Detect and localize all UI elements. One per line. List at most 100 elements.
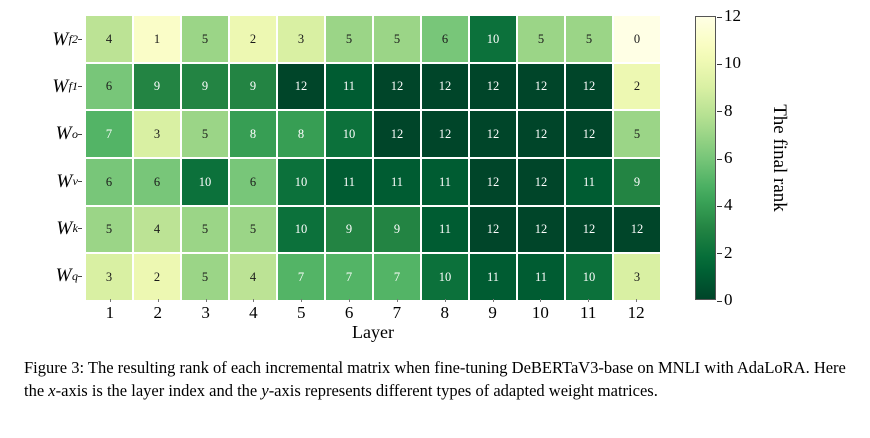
colorbar-tick-label: 4: [724, 195, 733, 215]
colorbar-tick-label: 6: [724, 148, 733, 167]
colorbar-tick-0: 0: [717, 290, 777, 310]
colorbar-tick-6: 6: [717, 148, 777, 168]
heatmap-cell: 5: [182, 206, 228, 253]
x-tick-label: 8: [440, 303, 449, 322]
colorbar-tick-mark: [717, 205, 722, 207]
heatmap-cell: 12: [470, 111, 516, 157]
x-tick-mark: [253, 299, 255, 302]
caption-text-1: The resulting rank of each incremental m…: [24, 358, 846, 401]
heatmap-cell: 11: [566, 159, 612, 205]
colorbar-tick-mark: [717, 16, 722, 18]
colorbar-tick-mark: [717, 300, 722, 302]
y-tick-base: W: [55, 265, 72, 287]
x-axis-tick-7: 7: [373, 299, 421, 325]
y-tick-subscript: o: [72, 126, 78, 141]
heatmap-cell: 12: [422, 63, 468, 110]
heatmap-cell: 10: [278, 159, 324, 205]
heatmap-cell: 9: [614, 159, 660, 205]
heatmap-cell: 5: [614, 111, 660, 157]
heatmap-cell: 12: [278, 63, 324, 110]
heatmap-cell: 7: [326, 254, 372, 300]
heatmap-cell: 12: [518, 63, 564, 110]
y-tick-mark: [78, 39, 82, 41]
heatmap-cell: 3: [614, 254, 660, 300]
x-axis-tick-8: 8: [421, 299, 469, 325]
x-tick-label: 3: [201, 303, 210, 322]
x-tick-label: 2: [153, 303, 162, 322]
heatmap-cell: 12: [566, 206, 612, 253]
y-tick-base: W: [52, 28, 69, 50]
heatmap-cell: 12: [470, 159, 516, 205]
colorbar-tick-label: 8: [724, 100, 733, 120]
heatmap-cell: 12: [518, 111, 564, 157]
heatmap-cell: 9: [134, 63, 180, 110]
colorbar-tick-2: 2: [717, 243, 777, 263]
caption-label: Figure 3:: [24, 358, 85, 377]
y-tick-subscript: f1: [68, 79, 78, 94]
heatmap-cell: 3: [134, 111, 180, 157]
heatmap-cell: 5: [182, 111, 228, 157]
heatmap-cell: 3: [278, 16, 324, 62]
heatmap-cell: 12: [422, 111, 468, 157]
x-tick-mark: [444, 299, 446, 302]
y-tick-mark: [78, 228, 82, 230]
colorbar-tick-10: 10: [717, 53, 777, 73]
x-tick-mark: [636, 299, 638, 302]
y-tick-subscript: f2: [68, 32, 78, 47]
heatmap-cell: 9: [182, 63, 228, 110]
x-tick-label: 5: [296, 303, 306, 322]
heatmap-cell: 12: [518, 206, 564, 253]
colorbar-tick-12: 12: [717, 6, 777, 26]
y-tick-subscript: k: [72, 221, 78, 236]
heatmap-cell: 1: [134, 16, 180, 62]
x-tick-mark: [588, 299, 590, 302]
x-axis-tick-1: 1: [86, 299, 134, 325]
heatmap-cell: 7: [374, 254, 420, 300]
x-tick-label: 6: [344, 303, 354, 322]
caption-text-3: -axis represents different types of adap…: [268, 381, 658, 401]
heatmap-cell: 5: [182, 16, 228, 62]
heatmap-cell: 6: [230, 159, 276, 205]
colorbar-tick-label: 10: [724, 53, 741, 73]
heatmap-cell: 4: [134, 206, 180, 253]
y-tick-mark: [78, 275, 82, 277]
x-axis-tick-10: 10: [516, 299, 564, 325]
heatmap-cell: 7: [278, 254, 324, 300]
heatmap-cell: 2: [230, 16, 276, 62]
y-tick-mark: [78, 181, 82, 183]
colorbar-tick-mark: [717, 253, 722, 255]
x-axis-tick-3: 3: [182, 299, 230, 325]
heatmap-cell: 6: [86, 63, 132, 110]
colorbar-tick-label: 2: [724, 242, 733, 262]
caption-text-2: -axis is the layer index and the: [55, 381, 262, 401]
heatmap-cell: 11: [470, 254, 516, 300]
heatmap-cell: 12: [470, 63, 516, 110]
heatmap-cell: 9: [326, 206, 372, 253]
heatmap-cell: 12: [374, 63, 420, 110]
heatmap-cell: 2: [614, 63, 660, 110]
heatmap-cell: 2: [134, 254, 180, 300]
heatmap-cell: 10: [278, 206, 324, 253]
colorbar-tick-4: 4: [717, 195, 777, 215]
heatmap-cell: 9: [230, 63, 276, 110]
x-tick-label: 7: [392, 303, 402, 322]
heatmap-cell: 12: [566, 111, 612, 157]
x-axis-tick-12: 12: [612, 299, 660, 325]
heatmap-cell: 4: [230, 254, 276, 300]
x-tick-mark: [349, 299, 351, 302]
heatmap-cell: 11: [422, 159, 468, 205]
heatmap-cell: 6: [134, 159, 180, 205]
x-axis-tick-9: 9: [469, 299, 517, 325]
x-tick-mark: [492, 299, 494, 302]
y-tick-base: W: [56, 170, 73, 192]
y-tick-subscript: q: [72, 268, 78, 283]
x-tick-label: 12: [627, 303, 645, 322]
heatmap-cell: 5: [230, 206, 276, 253]
heatmap-cell: 12: [614, 206, 660, 253]
